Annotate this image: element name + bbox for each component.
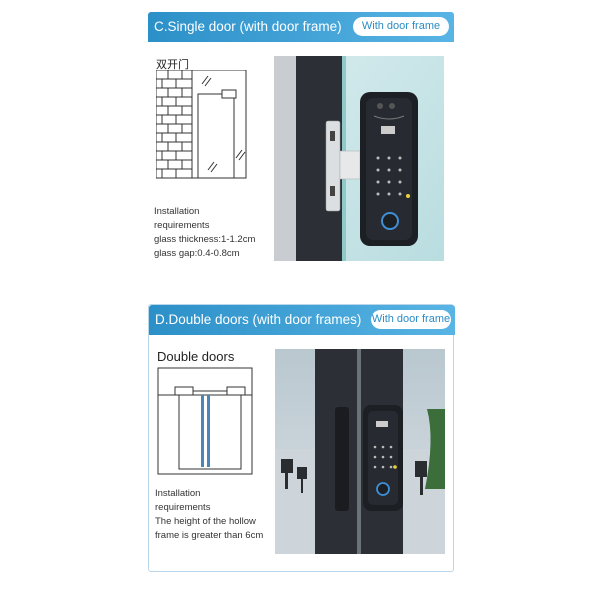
requirement-line: frame is greater than 6cm xyxy=(155,530,264,541)
section-c-requirements: Installation requirements glass thicknes… xyxy=(154,205,255,261)
section-d-pill: With door frame xyxy=(371,310,451,329)
section-d-card: D.Double doors (with door frames) With d… xyxy=(148,304,455,572)
brick-wall xyxy=(156,70,193,179)
glass-panel-left xyxy=(201,395,204,467)
requirement-line: Installation xyxy=(155,488,201,499)
requirement-line: glass gap:0.4-0.8cm xyxy=(154,248,240,259)
section-d-requirements: Installation requirements The height of … xyxy=(155,487,263,543)
door-frame xyxy=(191,70,247,179)
section-d-diagram-label: Double doors xyxy=(157,349,235,364)
glass-panel-right xyxy=(207,395,210,467)
requirement-line: requirements xyxy=(155,502,211,513)
single-door-diagram xyxy=(156,70,247,179)
requirement-line: The height of the hollow xyxy=(155,516,256,527)
section-d-banner: D.Double doors (with door frames) With d… xyxy=(149,305,455,335)
requirement-line: requirements xyxy=(154,220,210,231)
section-d-title: D.Double doors (with door frames) xyxy=(155,312,362,327)
single-door-lock-photo xyxy=(274,56,444,261)
double-door-lock-photo xyxy=(275,349,445,554)
section-c-card: C.Single door (with door frame) With doo… xyxy=(148,12,454,270)
section-c-diagram-label: 双开门 xyxy=(156,59,189,71)
section-c-pill: With door frame xyxy=(353,17,449,36)
double-door-diagram xyxy=(157,367,253,475)
section-c-banner: C.Single door (with door frame) With doo… xyxy=(148,12,454,42)
section-c-title: C.Single door (with door frame) xyxy=(154,19,342,34)
requirement-line: glass thickness:1-1.2cm xyxy=(154,234,256,245)
requirement-line: Installation xyxy=(154,206,200,217)
